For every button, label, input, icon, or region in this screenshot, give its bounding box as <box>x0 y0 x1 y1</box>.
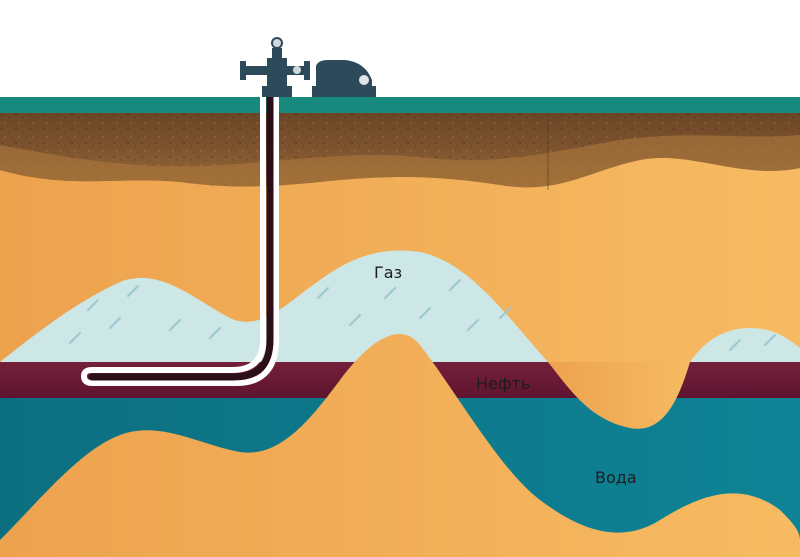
soil-light-band <box>0 135 800 188</box>
gas-dashes <box>69 279 776 351</box>
rock-dome <box>0 333 800 557</box>
water-label: Вода <box>595 468 637 487</box>
gas-cap <box>0 250 548 362</box>
sky <box>0 0 800 100</box>
oil-label: Нефть <box>476 374 530 393</box>
pumpjack-unit <box>312 60 376 97</box>
wellbore <box>81 95 279 386</box>
ground-surface <box>0 97 800 113</box>
wellbore-core <box>88 91 274 381</box>
gas-label: Газ <box>374 263 402 282</box>
wellhead <box>240 37 310 97</box>
rock-bump-right <box>548 362 690 429</box>
